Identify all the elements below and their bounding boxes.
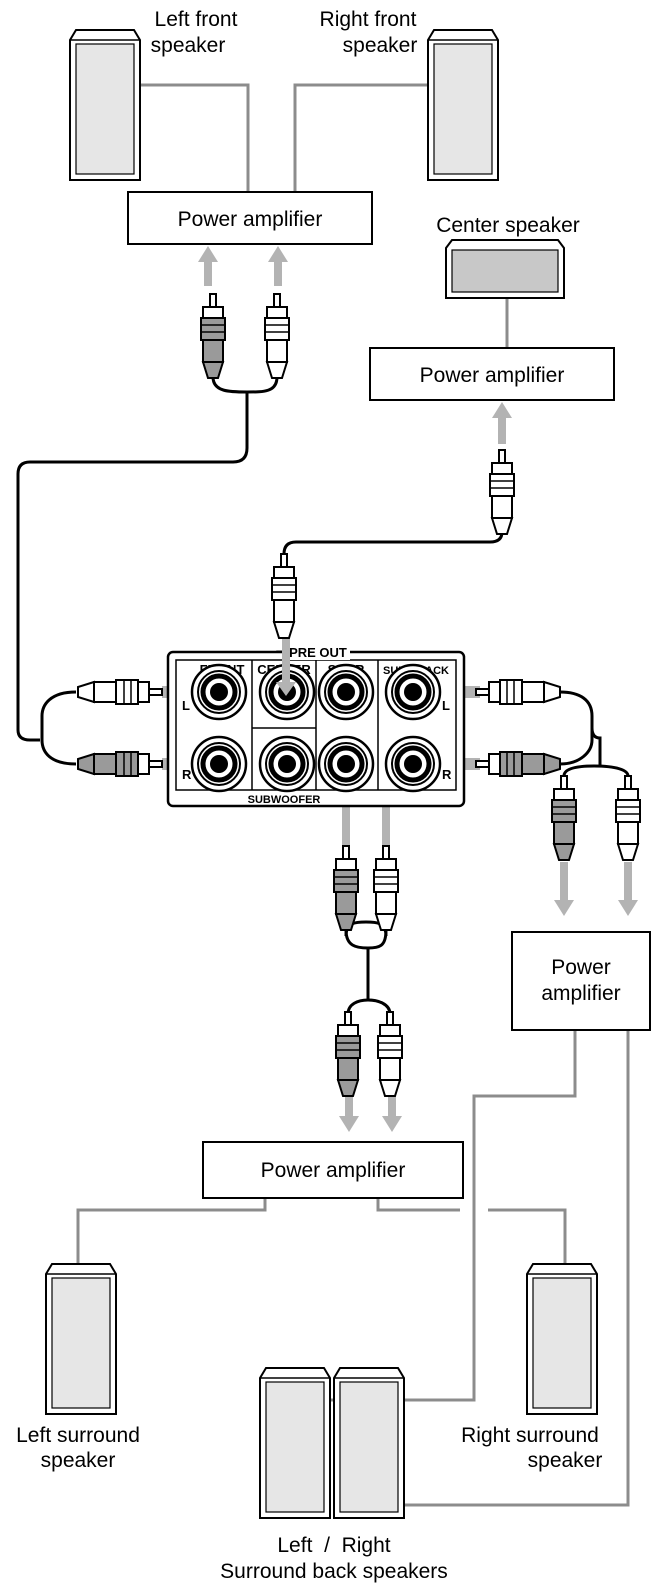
subwoofer-jack [260,737,314,791]
subwoofer-jack-label: SUBWOOFER [248,794,321,806]
left-surround-label-2: speaker [41,1449,116,1472]
right-surround-label-2: speaker [528,1449,603,1472]
surr-r-jack [319,737,373,791]
speaker-labels: Left front speaker Right front speaker C… [16,8,602,1583]
power-amplifiers: Power amplifier Power amplifier Power am… [127,191,651,1199]
right-surround-label-1: Right surround [461,1424,599,1447]
right-front-label-2: speaker [343,34,418,57]
pre-out-panel: PRE OUT FRONT CENTER SURR SURR BACK SUBW… [166,642,466,808]
surr-back-l-label: L [442,698,450,713]
front-r-jack [192,737,246,791]
surr-l-jack [319,665,373,719]
front-l-label: L [182,698,190,713]
left-front-label-2: speaker [151,34,226,57]
left-surround-back-speaker [259,1367,331,1519]
right-front-speaker [427,29,499,181]
surr-back-r-label: R [442,767,452,782]
rca-cables [16,376,630,1015]
left-front-speaker [69,29,141,181]
surround-back-amp-label-1: Power [551,956,611,979]
surround-back-amp-label-2: amplifier [541,982,620,1005]
surround-back-power-amplifier [511,931,651,1031]
surround-power-amplifier [202,1141,464,1199]
front-r-label: R [182,767,192,782]
pre-out-title: PRE OUT [289,645,347,660]
surr-back-l-jack [386,665,440,719]
center-speaker-label: Center speaker [436,214,580,237]
front-l-jack [192,665,246,719]
left-surround-speaker [45,1263,117,1415]
front-amp-label: Power amplifier [178,208,323,231]
speakers [45,29,598,1519]
surround-back-label-1: Left / Right [277,1534,390,1557]
right-surround-back-speaker [333,1367,405,1519]
left-surround-label-1: Left surround [16,1424,140,1447]
surround-amp-label: Power amplifier [261,1159,406,1182]
right-surround-speaker [526,1263,598,1415]
center-amp-label: Power amplifier [420,364,565,387]
center-speaker [445,239,565,299]
left-front-label-1: Left front [155,8,238,31]
front-power-amplifier [127,191,373,245]
right-front-label-1: Right front [320,8,417,31]
surr-back-r-jack [386,737,440,791]
surround-back-label-2: Surround back speakers [220,1560,448,1583]
center-power-amplifier [369,347,615,401]
